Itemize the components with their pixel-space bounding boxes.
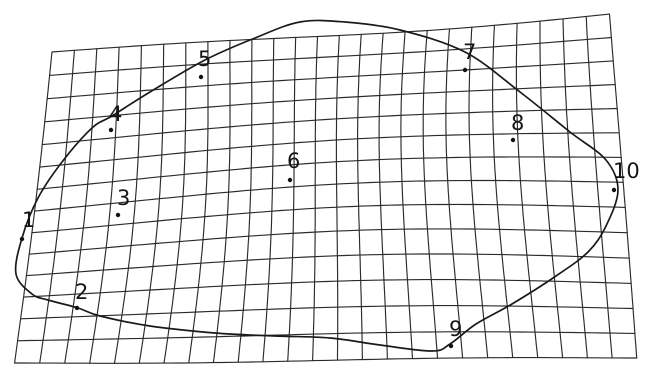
deformation-grid <box>15 14 637 363</box>
landmark-dot <box>109 128 113 132</box>
landmark-label: 3 <box>117 186 130 210</box>
landmark-dot <box>612 188 616 192</box>
landmark-5: 5 <box>198 47 211 79</box>
landmark-label: 4 <box>109 102 122 126</box>
landmark-dot <box>75 306 79 310</box>
grid-line-horizontal <box>50 38 612 76</box>
landmark-dot <box>463 68 467 72</box>
landmark-dot <box>116 213 120 217</box>
grid-line-horizontal <box>52 14 610 52</box>
landmark-label: 8 <box>511 111 524 135</box>
landmark-2: 2 <box>75 280 89 310</box>
grid-line-horizontal <box>26 254 629 276</box>
landmark-dot <box>511 138 515 142</box>
grid-line-vertical <box>423 31 437 359</box>
grid-line-vertical <box>379 33 387 359</box>
grid-line-vertical <box>610 14 637 358</box>
landmark-label: 9 <box>449 317 462 341</box>
grid-line-vertical <box>358 34 363 359</box>
grid-line-vertical <box>586 17 612 358</box>
grid-line-vertical <box>336 36 339 361</box>
landmark-10: 10 <box>612 159 640 192</box>
grid-line-vertical <box>516 23 537 357</box>
landmark-label: 2 <box>75 280 88 304</box>
landmark-dot <box>288 178 292 182</box>
grid-line-horizontal <box>24 280 632 298</box>
landmark-label: 5 <box>198 47 211 71</box>
grid-line-horizontal <box>29 229 627 254</box>
grid-line-vertical <box>263 39 274 362</box>
landmark-label: 10 <box>613 159 640 183</box>
grid-line-vertical <box>469 27 488 358</box>
grid-line-horizontal <box>18 332 635 341</box>
grid-line-vertical <box>288 38 296 362</box>
landmark-label: 6 <box>287 149 300 173</box>
grid-line-horizontal <box>15 358 637 364</box>
grid-line-vertical <box>238 40 252 363</box>
grid-line-horizontal <box>21 306 633 319</box>
landmark-dot <box>199 75 203 79</box>
grid-line-vertical <box>401 32 413 359</box>
grid-line-vertical <box>189 42 208 363</box>
landmark-label: 7 <box>463 40 476 64</box>
landmark-label: 1 <box>22 208 35 232</box>
landmark-3: 3 <box>116 186 131 217</box>
landmark-dot <box>20 237 24 241</box>
grid-line-vertical <box>493 25 513 357</box>
grid-line-horizontal <box>45 85 616 122</box>
grid-line-vertical <box>313 37 318 361</box>
grid-line-vertical <box>446 29 463 358</box>
grid-line-horizontal <box>47 61 613 99</box>
landmark-dot <box>449 344 453 348</box>
grid-line-vertical <box>164 43 186 363</box>
grid-line-vertical <box>213 41 230 363</box>
